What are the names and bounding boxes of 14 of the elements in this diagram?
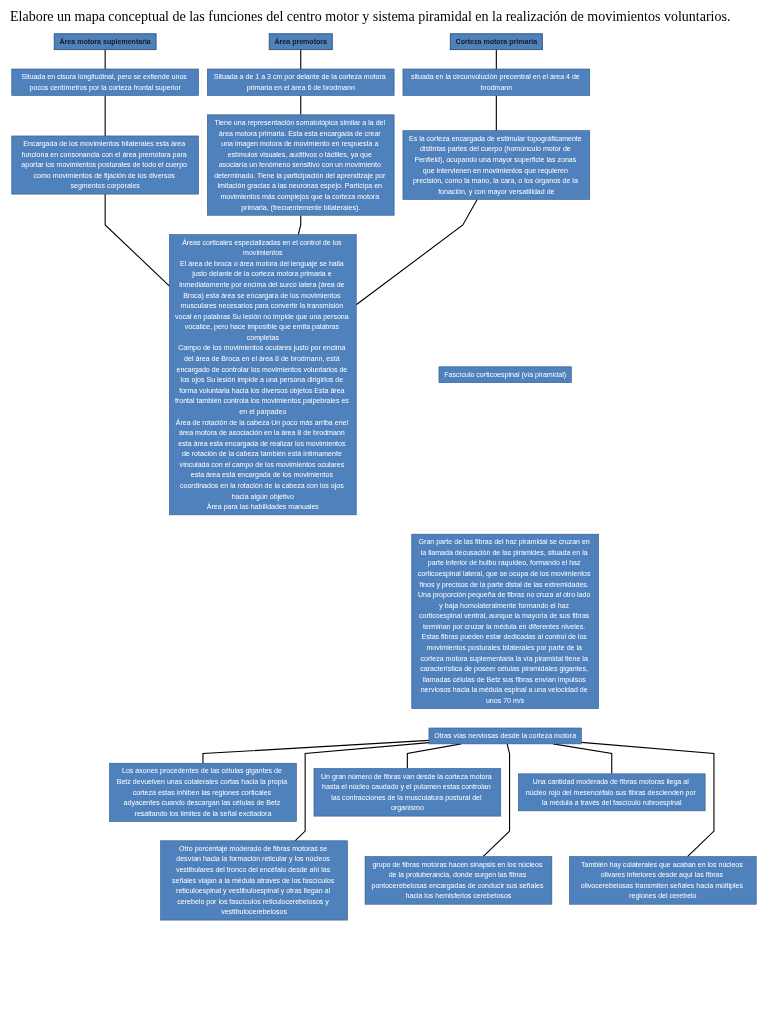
connector: [495, 49, 497, 70]
connector: [297, 214, 302, 236]
title: Elabore un mapa conceptual de las funciones del centro motor y sistema piramidal en la realización de movimientos voluntarios.: [10, 8, 732, 26]
connector: [300, 95, 302, 116]
connector: [482, 743, 511, 858]
connector: [355, 199, 478, 306]
connector: [104, 95, 106, 137]
connector: [104, 49, 106, 70]
connector: [104, 193, 170, 287]
connector: [202, 740, 430, 764]
connector: [495, 95, 497, 132]
connector: [300, 49, 302, 70]
connector: [294, 742, 430, 842]
connector: [580, 742, 715, 858]
